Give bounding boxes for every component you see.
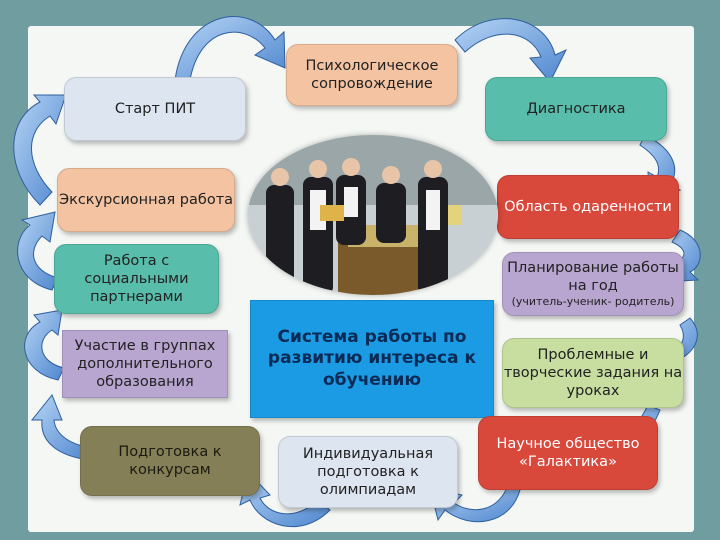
system-label: Система работы по развитию интереса к об… xyxy=(267,327,477,390)
start-label: Старт ПИТ xyxy=(114,100,196,117)
group-photo xyxy=(248,135,498,295)
society-box: Научное общество «Галактика» xyxy=(478,416,658,490)
groups-box: Участие в группах дополнительного образо… xyxy=(62,330,228,398)
start-box: Старт ПИТ xyxy=(64,77,246,141)
tasks-label: Проблемные и творческие задания на урока… xyxy=(503,346,683,400)
olympiads-label: Индивидуальная подготовка к олимпиадам xyxy=(302,445,434,499)
partners-label: Работа с социальными партнерами xyxy=(84,252,189,306)
diagnostics-box: Диагностика xyxy=(485,77,667,141)
arrow-groups-to-partners xyxy=(24,309,65,381)
psych-label: Психологическое сопровождение xyxy=(305,57,439,92)
contests-label: Подготовка к конкурсам xyxy=(118,443,222,478)
photo-illustration xyxy=(248,135,498,295)
giftedness-label: Область одаренности xyxy=(504,198,672,215)
psych-box: Психологическое сопровождение xyxy=(286,44,458,106)
society-label: Научное общество «Галактика» xyxy=(496,435,640,470)
partners-box: Работа с социальными партнерами xyxy=(54,244,219,314)
groups-label: Участие в группах дополнительного образо… xyxy=(74,337,216,391)
arrow-start-to-psych xyxy=(174,16,286,81)
excursion-box: Экскурсионная работа xyxy=(57,168,235,232)
arrow-contests-to-groups xyxy=(30,394,93,461)
planning-label: Планирование работы на год xyxy=(507,260,679,295)
planning-box: Планирование работы на год (учитель-учен… xyxy=(502,252,684,316)
diagnostics-label: Диагностика xyxy=(526,100,626,117)
system-box: Система работы по развитию интереса к об… xyxy=(250,300,494,418)
excursion-label: Экскурсионная работа xyxy=(58,191,234,208)
olympiads-box: Индивидуальная подготовка к олимпиадам xyxy=(278,436,458,508)
planning-note: (учитель-ученик- родитель) xyxy=(511,295,675,309)
contests-box: Подготовка к конкурсам xyxy=(80,426,260,496)
giftedness-box: Область одаренности xyxy=(497,175,679,239)
tasks-box: Проблемные и творческие задания на урока… xyxy=(502,338,684,408)
arrow-partners-to-excursion xyxy=(17,211,59,291)
arrow-psych-to-diagnostics xyxy=(454,18,568,83)
